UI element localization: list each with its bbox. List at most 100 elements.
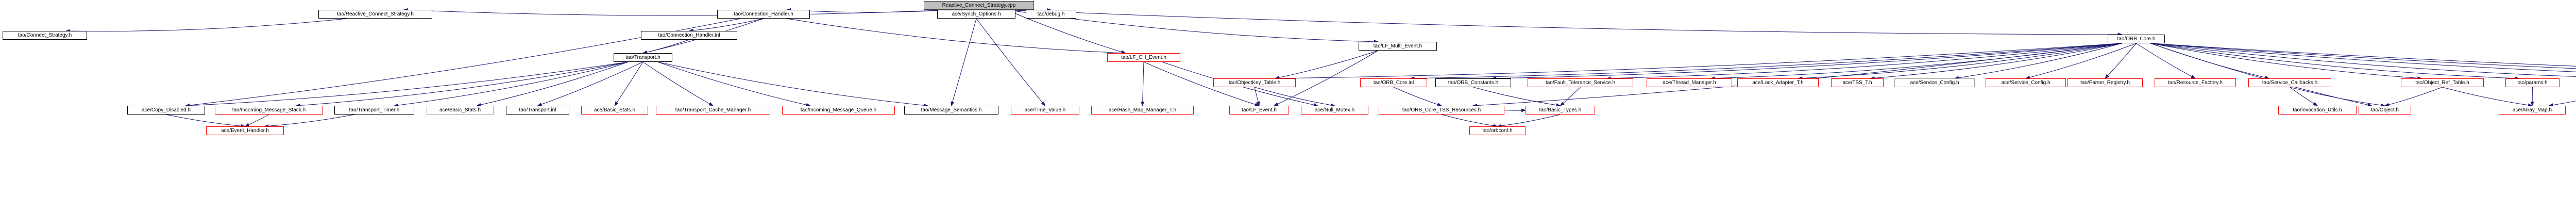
graph-node[interactable]: tao/LF_CH_Event.h	[1107, 53, 1180, 62]
graph-node[interactable]: ace/Array_Map.h	[2499, 106, 2566, 115]
graph-node[interactable]: tao/Transport.inl	[506, 106, 569, 115]
graph-node[interactable]: tao/Connection_Handler.inl	[641, 31, 737, 40]
graph-edge	[1798, 43, 2122, 80]
graph-edge	[688, 18, 764, 32]
graph-node-label: tao/ORB_Core.inl	[1373, 79, 1414, 86]
graph-edge	[2136, 43, 2196, 79]
graph-node[interactable]: tao/LF_Event.h	[1229, 106, 1289, 115]
graph-node[interactable]: tao/ORB_Core_TSS_Resources.h	[1379, 106, 1504, 115]
graph-edge	[786, 8, 952, 13]
graph-edge	[2442, 87, 2533, 107]
graph-edge	[394, 61, 629, 107]
graph-node[interactable]: tao/Reactive_Connect_Strategy.h	[318, 10, 432, 19]
graph-edge	[1606, 43, 2122, 80]
graph-edge	[1710, 43, 2122, 80]
graph-node[interactable]: tao/Incoming_Message_Stack.h	[215, 106, 323, 115]
graph-node[interactable]: tao/Message_Semantics.h	[904, 106, 998, 115]
graph-node[interactable]: tao/LF_Multi_Event.h	[1359, 42, 1437, 51]
graph-node[interactable]: tao/Object_Ref_Table.h	[2401, 78, 2484, 87]
graph-node[interactable]: tao/ORB_Core.inl	[1360, 78, 1427, 87]
graph-node-label: ace/Hash_Map_Manager_T.h	[1108, 107, 1177, 113]
graph-edge	[1870, 43, 2122, 80]
graph-node[interactable]: tao/Incoming_Message_Queue.h	[782, 106, 895, 115]
graph-node[interactable]: tao/Invocation_Utils.h	[2278, 106, 2357, 115]
graph-node-label: tao/Basic_Types.h	[1539, 107, 1582, 113]
graph-node[interactable]: tao/ORB_Constants.h	[1435, 78, 1511, 87]
graph-node[interactable]: ace/Basic_Stats.h	[427, 106, 494, 115]
graph-edge	[1473, 87, 1561, 107]
graph-node[interactable]: ace/Service_Config.h	[1894, 78, 1975, 87]
graph-node-label: tao/ORB_Constants.h	[1448, 79, 1499, 86]
graph-edge	[2150, 43, 2576, 72]
graph-edge	[2290, 87, 2385, 107]
graph-node[interactable]: ace/Event_Handler.h	[206, 126, 284, 135]
graph-node-label: tao/LF_Multi_Event.h	[1373, 43, 1422, 49]
graph-edge	[2150, 43, 2270, 79]
graph-node[interactable]: ace/TSS_T.h	[1831, 78, 1884, 87]
graph-node-label: tao/debug.h	[1037, 11, 1065, 17]
graph-edge	[642, 61, 714, 106]
graph-node[interactable]: ace/Synch_Options.h	[937, 10, 1015, 19]
graph-edge	[1504, 108, 1526, 112]
graph-node-label: ace/Service_Config.h	[1910, 79, 1959, 86]
graph-edge	[295, 61, 629, 107]
graph-node-label: tao/Parser_Registry.h	[2080, 79, 2130, 86]
graph-node-label: tao/Transport.inl	[519, 107, 556, 113]
graph-edge	[2548, 101, 2576, 107]
graph-edge	[476, 61, 629, 107]
graph-node[interactable]: tao/orbconf.h	[1469, 126, 1526, 135]
graph-node[interactable]: tao/params.h	[2505, 78, 2560, 87]
graph-node-label: tao/Fault_Tolerance_Service.h	[1545, 79, 1616, 86]
graph-edge	[1560, 87, 1581, 106]
graph-edge	[1497, 114, 1561, 128]
graph-edge	[2150, 43, 2372, 107]
graph-node[interactable]: ace/Basic_Stats.h	[581, 106, 648, 115]
graph-node[interactable]: tao/Transport_Cache_Manager.h	[656, 106, 770, 115]
graph-node[interactable]: tao/Resource_Factory.h	[2155, 78, 2236, 87]
graph-node[interactable]: tao/Connect_Strategy.h	[3, 31, 87, 40]
graph-edge	[1006, 9, 2123, 37]
graph-edge	[657, 61, 928, 107]
graph-edge	[65, 18, 347, 33]
graph-node[interactable]: ace/Null_Mutex.h	[1301, 106, 1368, 115]
graph-node[interactable]: tao/Basic_Types.h	[1526, 106, 1595, 115]
graph-node[interactable]: tao/Fault_Tolerance_Service.h	[1528, 78, 1633, 87]
graph-node[interactable]: tao/ORB_Core.h	[2108, 35, 2165, 43]
graph-node[interactable]: tao/Transport.h	[614, 53, 672, 62]
graph-node[interactable]: ace/Lock_Adapter_T.h	[1737, 78, 1819, 87]
graph-node[interactable]: Reactive_Connect_Strategy.cpp	[924, 1, 1034, 10]
graph-node-label: tao/LF_CH_Event.h	[1121, 54, 1166, 60]
graph-node-label: ace/Lock_Adapter_T.h	[1752, 79, 1804, 86]
graph-node-label: ace/TSS_T.h	[1842, 79, 1872, 86]
graph-node-label: tao/Transport_Timer.h	[349, 107, 400, 113]
graph-node[interactable]: tao/Connection_Handler.h	[717, 10, 810, 19]
graph-node-label: tao/Incoming_Message_Queue.h	[800, 107, 877, 113]
graph-node-label: Reactive_Connect_Strategy.cpp	[942, 2, 1016, 8]
graph-node-label: tao/Object.h	[2371, 107, 2399, 113]
graph-node[interactable]: tao/Transport_Timer.h	[334, 106, 414, 115]
graph-node-label: tao/Invocation_Utils.h	[2293, 107, 2342, 113]
graph-edge	[2025, 43, 2137, 79]
graph-node[interactable]: ace/Service_Config.h	[1986, 78, 2066, 87]
graph-edge	[1275, 50, 1379, 79]
graph-node[interactable]: tao/Service_Callbacks.h	[2248, 78, 2331, 87]
graph-edge	[2290, 87, 2318, 106]
graph-node-label: ace/Basic_Stats.h	[439, 107, 481, 113]
graph-edge	[2384, 87, 2443, 107]
graph-edge	[1492, 43, 2122, 80]
graph-node[interactable]: tao/ObjectKey_Table.h	[1213, 78, 1296, 87]
graph-node[interactable]: ace/Time_Value.h	[1011, 106, 1079, 115]
graph-node[interactable]: tao/Parser_Registry.h	[2067, 78, 2143, 87]
graph-node[interactable]: ace/Copy_Disabled.h	[127, 106, 205, 115]
graph-edge	[403, 8, 952, 16]
graph-node[interactable]: ace/Hash_Map_Manager_T.h	[1091, 106, 1194, 115]
graph-edge	[2150, 43, 2422, 80]
graph-node[interactable]: tao/debug.h	[1026, 10, 1076, 19]
graph-node-label: tao/Connection_Handler.h	[734, 11, 793, 17]
graph-node[interactable]: ace/Thread_Manager.h	[1647, 78, 1732, 87]
graph-node-label: tao/params.h	[2517, 79, 2548, 86]
graph-node-label: tao/Incoming_Message_Stack.h	[232, 107, 306, 113]
graph-node-label: ace/Time_Value.h	[1024, 107, 1066, 113]
graph-node[interactable]: tao/Object.h	[2359, 106, 2411, 115]
graph-node-label: tao/Connection_Handler.inl	[658, 32, 720, 38]
